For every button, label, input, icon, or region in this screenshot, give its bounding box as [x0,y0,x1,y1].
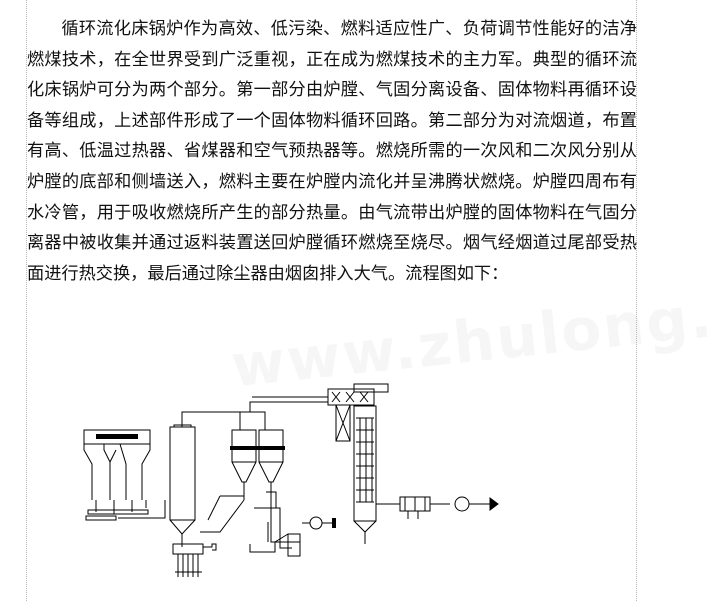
flue-duct [376,497,450,519]
flow-diagram [70,372,610,587]
flow-diagram-drawing [70,372,610,587]
cyclone-separator-1 [208,430,258,520]
coal-bunker [84,430,165,520]
induced-draft-fan [455,497,498,511]
furnace [170,425,216,577]
body-paragraph: 循环流化床锅炉作为高效、低污染、燃料适应性广、负荷调节性能好的洁净燃煤技术，在全… [27,19,637,284]
air-duct [250,534,288,552]
loop-seal [200,500,300,556]
cyclone-separator-2 [257,430,285,508]
air-fan [302,517,336,529]
right-margin-guide [636,0,637,601]
left-margin-guide [26,0,27,601]
convection-pass [328,384,388,544]
furnace-outlet-duct [182,397,328,430]
